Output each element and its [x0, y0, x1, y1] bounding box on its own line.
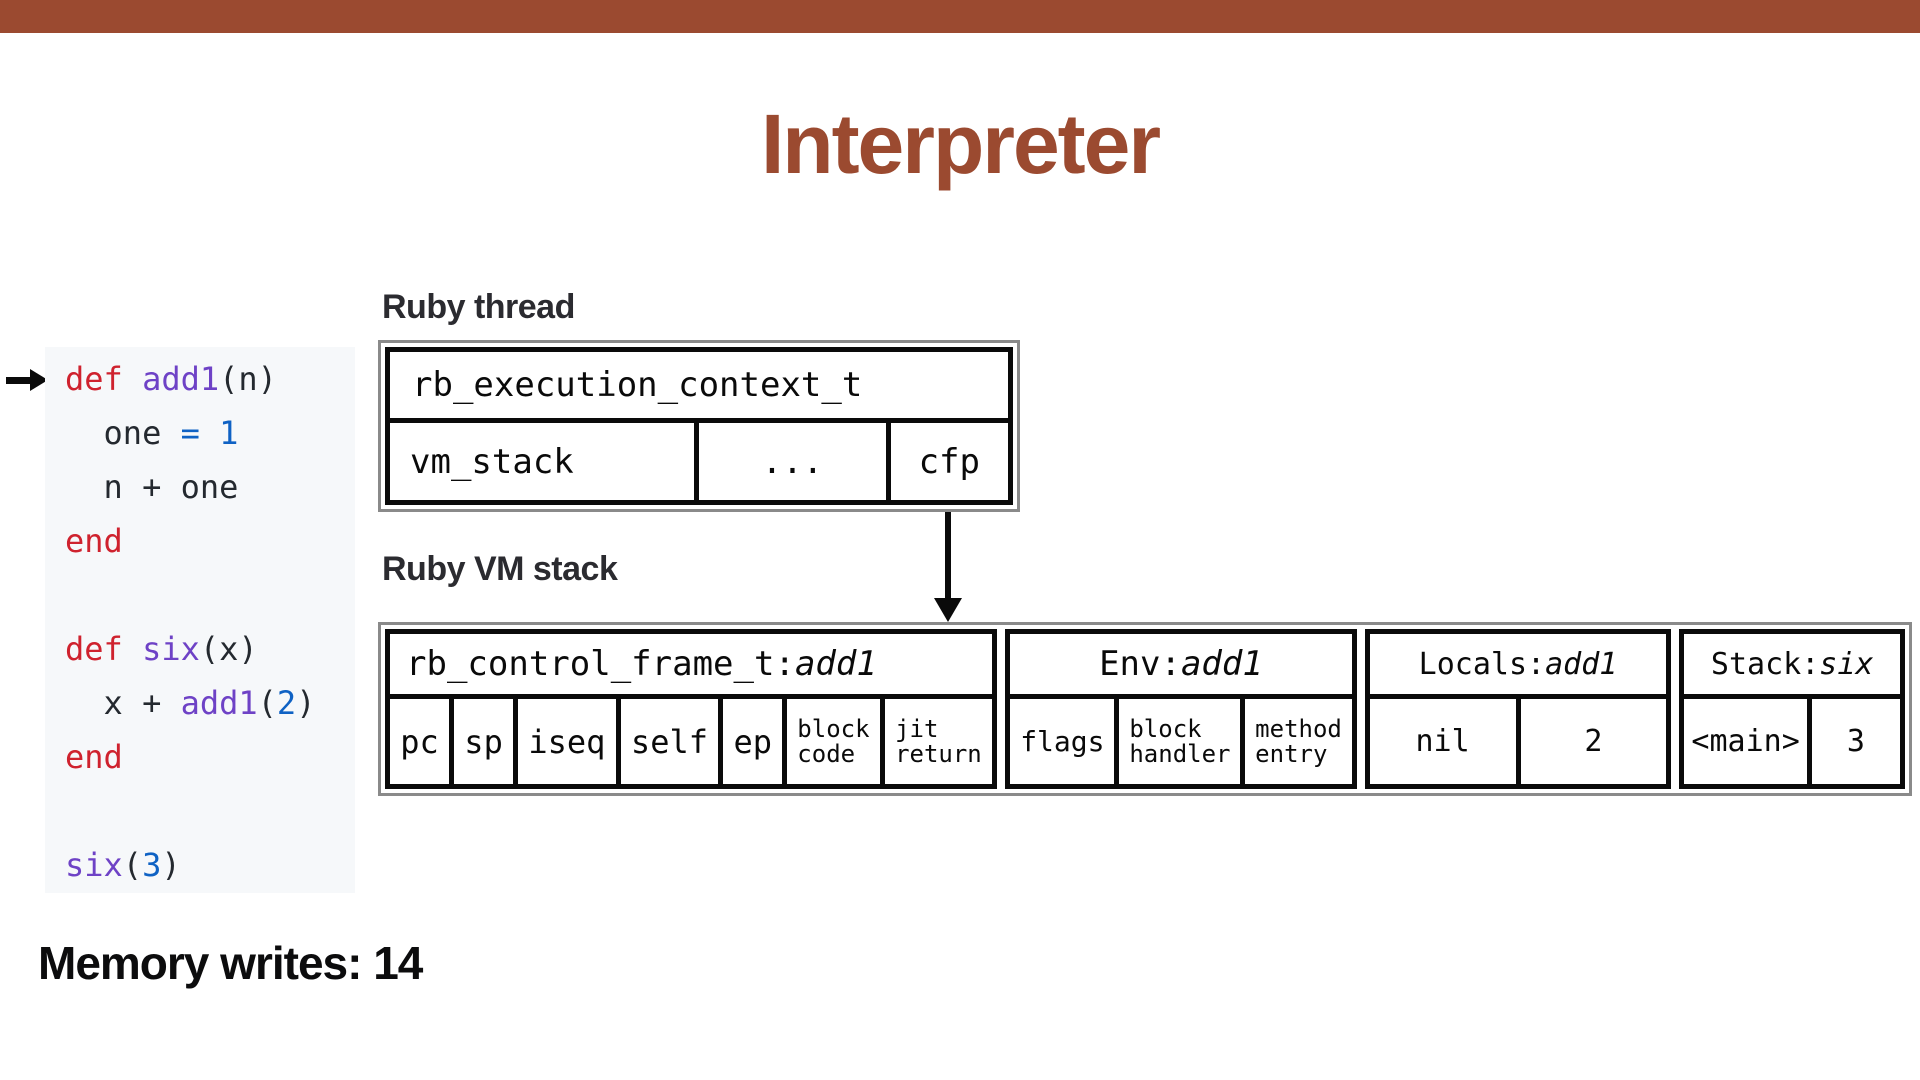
code-line — [65, 784, 355, 838]
code-line — [65, 568, 355, 622]
code-line: x + add1(2) — [65, 684, 316, 722]
code-line: one = 1 — [65, 414, 239, 452]
cell-sp: sp — [454, 699, 519, 784]
execution-context-header: rb_execution_context_t — [390, 352, 1008, 423]
vm-box-row: nil 2 — [1370, 699, 1667, 784]
cell-: ... — [699, 423, 891, 500]
cell-self: self — [621, 699, 724, 784]
code-line: n + one — [65, 468, 239, 506]
vm-box-header: Stack: six — [1684, 634, 1900, 699]
code-line: end — [65, 522, 123, 560]
memory-writes-label: Memory writes: 14 — [38, 937, 423, 989]
vm-box-header: rb_control_frame_t: add1 — [390, 634, 993, 699]
cell-main: <main> — [1684, 699, 1812, 784]
vm-box-header: Env: add1 — [1010, 634, 1352, 699]
cell-iseq: iseq — [518, 699, 621, 784]
code-block: def add1(n) one = 1 n + one end def six(x)… — [45, 347, 355, 893]
code-line: def add1(n) — [65, 360, 277, 398]
page-title: Interpreter — [760, 97, 1161, 191]
vm-box-stack: Stack: six<main> 3 — [1679, 629, 1905, 789]
vm-box-row: <main> 3 — [1684, 699, 1900, 784]
cell-flags: flags — [1010, 699, 1120, 784]
code-line: six(3) — [65, 846, 181, 884]
code-pointer-arrow-head — [30, 369, 48, 391]
cfp-arrow-head — [934, 598, 962, 622]
code-line: def six(x) — [65, 630, 258, 668]
thread-box-row: vm_stack... cfp — [390, 423, 1008, 500]
cell-ep: ep — [723, 699, 788, 784]
ruby-thread-box: rb_execution_context_t vm_stack... cfp — [378, 340, 1020, 512]
cell-nil: nil — [1370, 699, 1521, 784]
vm-box-header: Locals: add1 — [1369, 634, 1667, 699]
cell-pc: pc — [390, 699, 455, 784]
cfp-arrow-line — [945, 512, 951, 600]
top-accent-bar — [0, 0, 1920, 33]
cell-vmstack: vm_stack — [390, 423, 700, 500]
ruby-vm-stack-label: Ruby VM stack — [382, 550, 618, 588]
code-line: end — [65, 738, 123, 776]
cell-cfp: cfp — [918, 441, 980, 482]
ruby-thread-label: Ruby thread — [382, 288, 575, 326]
cell-2: 2 — [1584, 724, 1603, 759]
code-pointer-arrow-line — [6, 377, 32, 384]
cell-3: 3 — [1846, 724, 1865, 759]
